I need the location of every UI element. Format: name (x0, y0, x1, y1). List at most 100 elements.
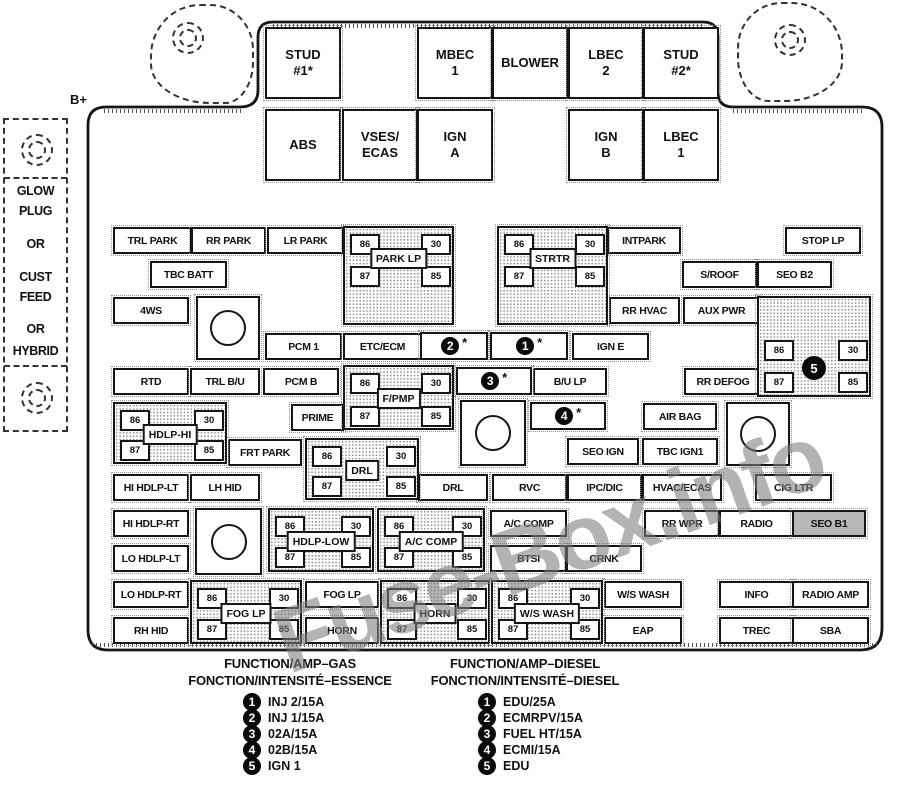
bolt-hole-icon (781, 31, 799, 49)
pin-30: 30 (457, 588, 487, 609)
panel-divider (4, 177, 67, 179)
fuse-label: INTPARK (622, 234, 666, 247)
fuse-sba: SBA (790, 615, 871, 646)
side-panel-line-or: OR (26, 237, 45, 251)
bolt-hole-icon (774, 24, 806, 56)
bolt-hole-icon (172, 22, 204, 54)
legend-item-label: INJ 2/15A (268, 695, 325, 709)
fuse-lr-park: LR PARK (265, 225, 346, 256)
socket-circle-icon (740, 416, 776, 452)
pin-87: 87 (197, 619, 227, 640)
legend-gas-header-fr: FONCTION/INTENSITÉ–ESSENCE (188, 673, 392, 688)
block-label-line: MBEC (435, 47, 475, 62)
fuse-label: RTD (140, 375, 162, 388)
pin-86: 86 (120, 410, 150, 431)
edge-ticks-top (273, 24, 703, 28)
block-label-line: ABS (289, 137, 317, 152)
block-blower: BLOWER (490, 25, 570, 101)
legend-diesel-header-en: FUNCTION/AMP–DIESEL (449, 656, 601, 671)
fuse-label: EAP (632, 624, 654, 637)
relay-label: HDLP-LOW (286, 531, 356, 552)
fuse-label: RVC (518, 481, 541, 494)
fuse-label: CIG LTR (773, 481, 814, 494)
block-label-line: 1 (451, 63, 459, 78)
socket-circle-icon (210, 523, 247, 560)
pin-87: 87 (275, 547, 305, 568)
pin-85: 85 (838, 372, 868, 393)
legend-item-label: 02B/15A (268, 743, 318, 757)
relay-label: HDLP-HI (142, 424, 198, 445)
fuse-prime: PRIME (289, 402, 346, 433)
bolt-hole-icon (21, 382, 53, 414)
fuse-label: STOP LP (801, 234, 845, 247)
numbered-circle-icon: 1 (478, 693, 496, 711)
fuse-label: SEO B1 (810, 517, 848, 530)
fuse-cig-ltr: CIG LTR (753, 472, 834, 503)
fuse-label: RR HVAC (622, 304, 667, 317)
fuse-label: LH HID (208, 481, 242, 494)
fuse-rr-wpr: RR WPR (642, 508, 722, 539)
side-panel-line-cust: CUST (19, 270, 52, 284)
bolt-hole-icon (179, 29, 197, 47)
fuse-label: BTSI (517, 552, 540, 565)
fuse-info: INFO (717, 579, 796, 610)
fuse-label: PRIME (301, 411, 334, 424)
fuse-label: AIR BAG (658, 410, 702, 423)
block-label-line: LBEC (663, 129, 699, 144)
numbered-circle-icon: 2 (243, 709, 261, 727)
relay-label: PARK LP (369, 248, 428, 269)
fuse-label: LO HDLP-RT (120, 588, 182, 601)
pin-86: 86 (197, 588, 227, 609)
pin-30: 30 (575, 234, 605, 255)
fuse-label: PCM B (284, 375, 318, 388)
block-abs: ABS (263, 107, 343, 183)
fuse-rvc: RVC (490, 472, 569, 503)
numbered-circle-icon: 4 (243, 741, 261, 759)
block-label-line: B (601, 145, 611, 160)
fuse-label: PCM 1 (288, 340, 319, 353)
fuse-tbc-ign1: TBC IGN1 (640, 436, 720, 467)
fuse-stop-lp: STOP LP (783, 225, 863, 256)
fuse-trl-park: TRL PARK (111, 225, 194, 256)
block-stud-2: STUD#2* (641, 25, 721, 101)
fuse-btsi: BTSI (488, 543, 569, 574)
numbered-circle-icon: 1 (516, 337, 535, 355)
pin-86: 86 (387, 588, 417, 609)
fuse-seo-ign: SEO IGN (565, 436, 641, 467)
fuse-aux-pwr: AUX PWR (681, 295, 762, 326)
fuse-label: S/ROOF (700, 268, 739, 281)
pin-85: 85 (457, 619, 487, 640)
numbered-circle-icon: 3 (478, 725, 496, 743)
block-label-line: BLOWER (501, 55, 559, 70)
pin-85: 85 (570, 619, 600, 640)
numbered-circle-icon: 4 (478, 741, 496, 759)
fuse-label: INFO (744, 588, 769, 601)
fuse-label: HORN (327, 624, 357, 637)
block-label-line: VSES/ (360, 129, 400, 144)
pin-87: 87 (350, 266, 380, 287)
pin-85: 85 (421, 266, 451, 287)
fuse-lh-hid: LH HID (188, 472, 262, 503)
pin-85: 85 (421, 406, 451, 427)
fuse-trl-b-u: TRL B/U (188, 366, 262, 397)
fuse-label: TREC (742, 624, 771, 637)
legend-item-02b-15a: 4 02B/15A (243, 741, 318, 759)
fuse-label: DRL (442, 481, 464, 494)
fuse-label: RH HID (133, 624, 169, 637)
fuse-label: RADIO (740, 517, 773, 530)
pin-86: 86 (312, 446, 342, 467)
fuse-label: HI HDLP-LT (123, 481, 179, 494)
mounting-tab-left (150, 4, 254, 104)
edge-ticks-right (733, 109, 863, 113)
relay-label: HORN (413, 603, 457, 624)
fuse-frt-park: FRT PARK (226, 437, 304, 468)
